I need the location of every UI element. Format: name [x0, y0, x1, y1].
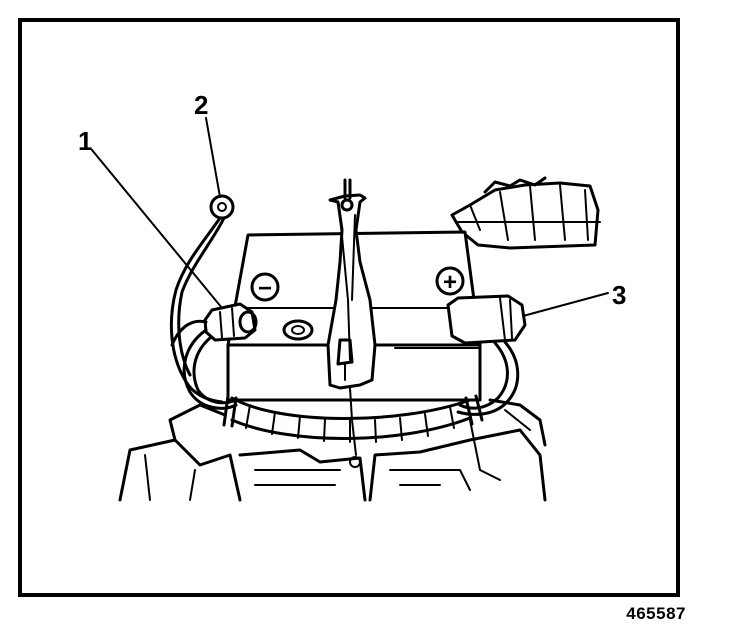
ground-eyelet: [209, 194, 235, 220]
leader-line-1: [91, 149, 223, 309]
battery-hold-down-clamp: [326, 178, 377, 456]
positive-sign: +: [443, 269, 457, 296]
negative-ground-cable: [169, 194, 235, 404]
positive-battery-cable: [446, 294, 527, 416]
engine-components: [118, 398, 547, 502]
figure-frame: [18, 18, 680, 597]
cable-harness-loom: [222, 394, 484, 443]
leader-line-2: [205, 117, 221, 198]
callout-1-label: 1: [78, 126, 92, 156]
callout-3-label: 3: [612, 280, 626, 310]
figure-id: 465587: [626, 604, 686, 623]
negative-terminal-symbol: [250, 272, 280, 302]
negative-sign: −: [258, 275, 272, 302]
callout-leaders: [91, 117, 609, 317]
callout-2-label: 2: [194, 90, 208, 120]
negative-battery-cable: [170, 302, 258, 410]
air-intake-housing: [450, 176, 601, 250]
leader-line-3: [522, 292, 609, 317]
positive-terminal-symbol: [435, 266, 465, 296]
